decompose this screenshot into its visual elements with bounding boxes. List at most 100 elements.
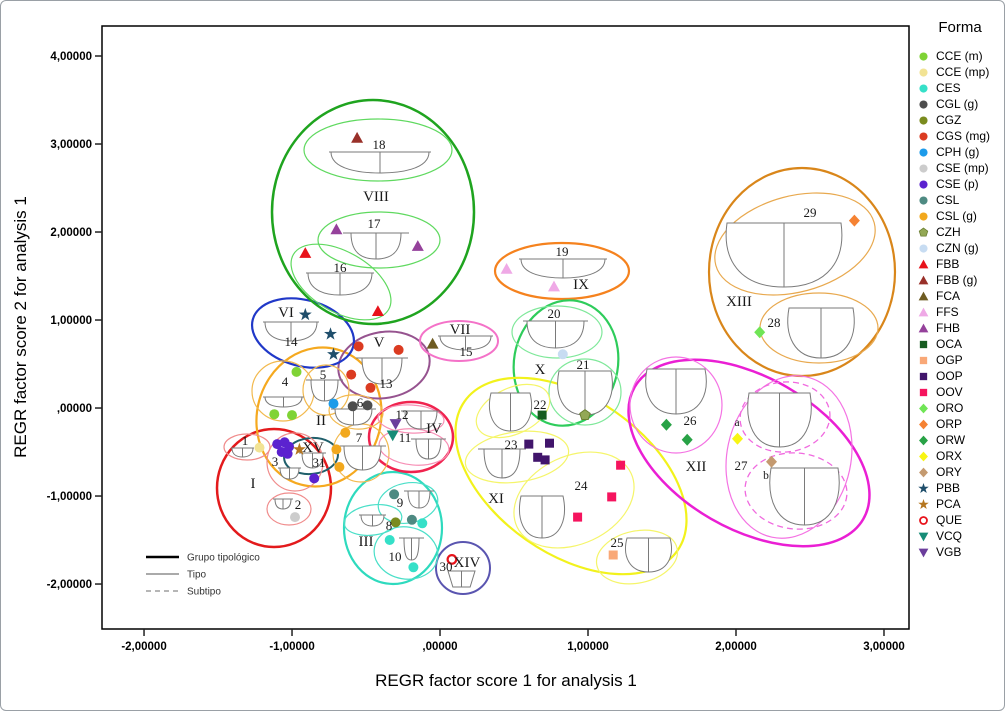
circle-swatch-icon	[919, 99, 928, 109]
swatch-shape	[918, 482, 929, 493]
x-tick-label: 1,00000	[567, 641, 609, 653]
vessel-drawing-20	[523, 320, 588, 349]
circle-swatch-icon	[919, 179, 928, 189]
triangle-swatch-icon	[918, 259, 929, 268]
marker-shape	[362, 400, 373, 411]
subtype-outline-a	[739, 381, 831, 453]
cluster-outline-I	[215, 427, 333, 549]
type-label-18: 18	[373, 137, 386, 152]
type-label-31: 31	[313, 455, 326, 470]
type-label-9: 9	[397, 495, 404, 510]
type-outline-t3	[266, 432, 324, 492]
marker-CES	[408, 562, 419, 573]
vessel-drawing-24	[519, 495, 565, 539]
legend-item-CGL (g): CGL (g)	[917, 96, 1003, 112]
marker-shape	[299, 247, 312, 258]
cluster-outline-II	[255, 346, 383, 488]
circle-swatch-icon	[919, 147, 928, 157]
type-label-16: 16	[334, 260, 348, 275]
legend-item-label: FFS	[936, 305, 959, 319]
vessel-drawing-7	[339, 445, 386, 471]
marker-shape	[545, 438, 554, 448]
star-swatch-icon	[918, 482, 929, 493]
swatch-shape	[919, 419, 928, 429]
marker-VCQ	[386, 430, 399, 442]
legend-item-ORW: ORW	[917, 432, 1003, 448]
legend-item-CSL: CSL	[917, 192, 1003, 208]
type-label-10: 10	[389, 549, 402, 564]
vessel-drawing-11	[411, 438, 446, 460]
circle-swatch-icon	[919, 115, 928, 125]
vessel-drawing-12	[401, 410, 441, 430]
type-label-8: 8	[386, 518, 393, 533]
swatch-shape	[919, 179, 928, 189]
cluster-outline-XIV	[435, 541, 491, 595]
vessel-drawing-19	[519, 258, 607, 279]
triangle-down-swatch-icon	[918, 532, 929, 541]
legend-item-FFS: FFS	[917, 304, 1003, 320]
legend-item-OGP: OGP	[917, 352, 1003, 368]
group-label-XV: XV	[302, 440, 324, 456]
marker-OOP	[524, 439, 534, 449]
legend-item-label: OOP	[936, 369, 963, 383]
legend-item-label: CGL (g)	[936, 97, 979, 111]
marker-shape	[269, 409, 280, 420]
marker-shape	[330, 223, 343, 235]
type-label-5: 5	[320, 367, 327, 382]
vessel-drawing-30	[447, 570, 476, 588]
type-outline-t1	[223, 433, 271, 461]
marker-shape	[524, 439, 534, 449]
swatch-shape	[919, 163, 928, 173]
legend-item-label: CZH	[936, 225, 961, 239]
subtype-outline-b	[744, 452, 848, 530]
legend-item-label: PCA	[936, 497, 961, 511]
vessel-drawing-2	[273, 498, 293, 510]
legend-item-label: CSE (p)	[936, 177, 979, 191]
vessel-drawing-18	[329, 151, 431, 174]
swatch-shape	[918, 259, 929, 268]
marker-shape	[389, 419, 402, 430]
type-label-28: 28	[768, 315, 781, 330]
marker-shape	[607, 492, 617, 502]
triangle-down-swatch-icon	[918, 548, 929, 557]
legend-item-CGZ: CGZ	[917, 112, 1003, 128]
type-outline-t12	[377, 404, 445, 434]
marker-CCE (m)	[291, 366, 302, 377]
legend-item-CZH: CZH	[917, 224, 1003, 240]
marker-FHB	[411, 240, 424, 251]
legend-item-CES: CES	[917, 80, 1003, 96]
type-label-29: 29	[804, 205, 817, 220]
vessel-drawing-25	[625, 537, 672, 573]
marker-FBB	[299, 247, 312, 258]
vessel-drawing-16	[306, 272, 374, 296]
marker-OOP	[545, 438, 554, 448]
cluster-outline-XII	[627, 358, 871, 548]
triangle-swatch-icon	[918, 275, 929, 284]
marker-OOV	[616, 460, 626, 470]
marker-shape	[327, 347, 340, 360]
legend-item-CCE (m): CCE (m)	[917, 48, 1003, 64]
marker-shape	[386, 430, 399, 442]
legend-item-label: OGP	[936, 353, 963, 367]
marker-CGS (mg)	[393, 344, 404, 355]
legend-item-label: OCA	[936, 337, 963, 351]
group-label-I: I	[251, 476, 256, 492]
group-label-IX: IX	[573, 277, 589, 293]
type-label-2: 2	[295, 497, 302, 512]
type-outline-t2	[266, 492, 312, 526]
marker-FFS	[548, 280, 560, 292]
legend-item-label: QUE	[936, 513, 963, 527]
y-tick-label: 4,00000	[50, 51, 92, 63]
legend-item-ORP: ORP	[917, 416, 1003, 432]
marker-ORW	[660, 418, 672, 431]
marker-ORO	[754, 326, 766, 339]
marker-FFS	[500, 263, 513, 274]
legend-item-VGB: VGB	[917, 544, 1003, 560]
marker-OOP	[540, 455, 550, 465]
swatch-shape	[919, 115, 928, 125]
legend-item-CPH (g): CPH (g)	[917, 144, 1003, 160]
marker-CGL (g)	[362, 400, 373, 411]
type-label-15: 15	[460, 344, 473, 359]
type-label-11: 11	[399, 430, 412, 445]
